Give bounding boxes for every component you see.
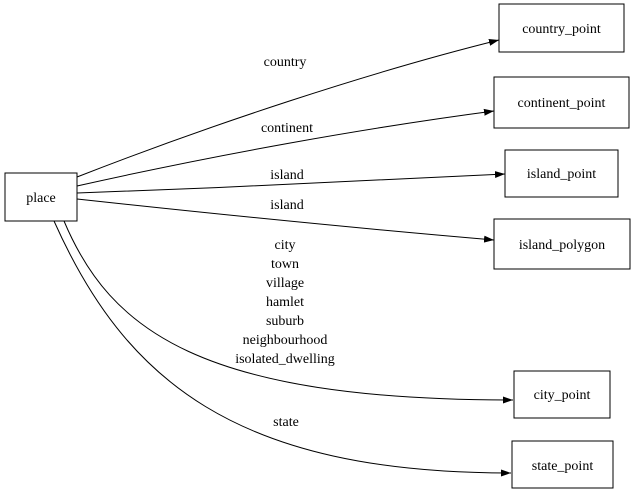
edge-label-isolated-dwelling: isolated_dwelling (235, 352, 335, 367)
edge-place-city-point (63, 220, 514, 404)
edge-label-island-polygon: island (270, 198, 303, 213)
node-box-city-point (513, 370, 611, 419)
node-continent-point: continent_point (493, 76, 630, 129)
node-label-continent-point: continent_point (518, 96, 606, 111)
node-island-point: island_point (504, 149, 619, 198)
node-country-point: country_point (498, 3, 625, 53)
node-box-island-polygon (493, 218, 631, 270)
node-box-continent-point (493, 76, 630, 129)
node-box-state-point (511, 440, 614, 489)
node-place: place (4, 172, 78, 222)
edge-place-state-point (53, 220, 512, 477)
edge-label-village: village (266, 276, 304, 291)
node-label-city-point: city_point (534, 388, 591, 403)
node-label-island-polygon: island_polygon (519, 238, 605, 253)
edge-label-country: country (264, 55, 307, 70)
node-label-island-point: island_point (527, 167, 596, 182)
edge-label-neighbourhood: neighbourhood (243, 333, 328, 348)
node-city-point: city_point (513, 370, 611, 419)
node-box-place (4, 172, 78, 222)
node-island-polygon: island_polygon (493, 218, 631, 270)
edge-place-island-point (76, 171, 506, 194)
node-box-island-point (504, 149, 619, 198)
edge-label-island-point: island (270, 168, 303, 183)
edge-label-town: town (271, 257, 299, 272)
edge-label-hamlet: hamlet (266, 295, 304, 310)
edge-label-state: state (273, 415, 299, 430)
edge-label-suburb: suburb (266, 314, 304, 329)
edge-label-city: city (275, 238, 296, 253)
node-state-point: state_point (511, 440, 614, 489)
edge-place-island-polygon (76, 198, 495, 243)
node-box-country-point (498, 3, 625, 53)
node-label-place: place (26, 191, 56, 206)
edge-place-country-point (76, 39, 500, 178)
node-label-country-point: country_point (522, 22, 601, 37)
edge-label-continent: continent (261, 121, 313, 136)
node-label-state-point: state_point (532, 459, 594, 474)
edge-place-continent-point (76, 108, 495, 187)
